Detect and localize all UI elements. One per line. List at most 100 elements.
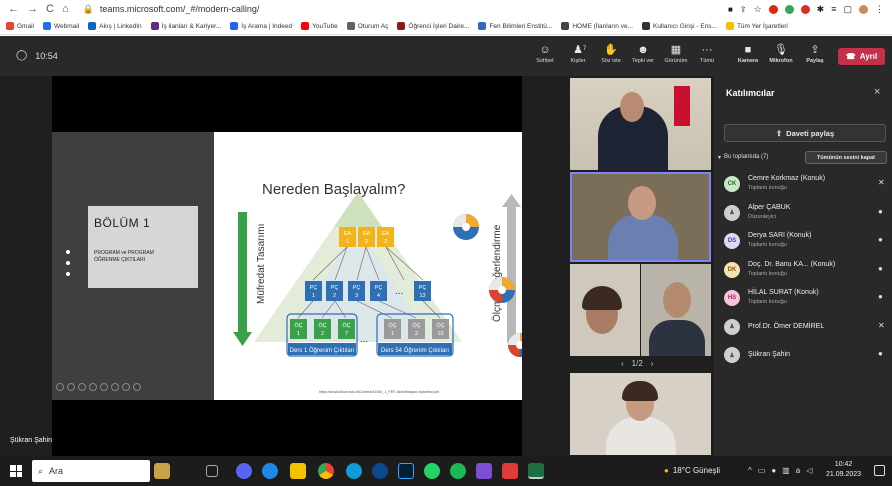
forward-icon[interactable]: → bbox=[27, 3, 38, 15]
more-options-icon[interactable] bbox=[133, 383, 141, 391]
sidebar-icon[interactable]: ▢ bbox=[843, 3, 852, 14]
gallery-prev-icon[interactable]: ‹ bbox=[621, 359, 624, 368]
photoshop-icon[interactable] bbox=[398, 463, 414, 479]
camera-indicator-icon[interactable]: ■ bbox=[728, 4, 733, 14]
ea-box bbox=[339, 227, 356, 247]
language-icon: a bbox=[795, 466, 801, 475]
next-slide-icon[interactable] bbox=[67, 383, 75, 391]
bookmark-item[interactable]: Gmail bbox=[6, 22, 34, 30]
app-icon[interactable] bbox=[262, 463, 278, 479]
extension-chrome-icon[interactable] bbox=[784, 4, 794, 14]
participant-row[interactable]: ♟Şükran Şahin● bbox=[714, 343, 892, 371]
toolbar-mikrofon-button[interactable]: 🎙Mikrofon bbox=[766, 42, 796, 64]
bookmark-item[interactable]: İş ilanları & Kariyer... bbox=[150, 22, 221, 30]
excel-icon[interactable] bbox=[528, 463, 544, 479]
address-bar[interactable]: 🔒 teams.microsoft.com/_#/modern-calling/ bbox=[83, 4, 260, 15]
bookmark-item[interactable]: Öğrenci İşleri Daire... bbox=[397, 22, 469, 30]
taskbar-search[interactable]: ⌕ Ara bbox=[32, 460, 150, 482]
share-icon: ⇪ bbox=[810, 44, 820, 56]
app-icon[interactable] bbox=[372, 463, 388, 479]
bookmark-item[interactable]: Webmail bbox=[42, 22, 79, 30]
reading-list-icon[interactable]: ≡ bbox=[831, 4, 837, 14]
clock[interactable]: 10:42 21.09.2023 bbox=[826, 460, 861, 480]
participant-role: Toplantı konuğu bbox=[748, 299, 787, 305]
extension-opera-icon[interactable] bbox=[768, 4, 778, 14]
video-tile[interactable] bbox=[570, 78, 711, 170]
task-view-icon[interactable] bbox=[206, 465, 218, 477]
app-icon[interactable] bbox=[476, 463, 492, 479]
bookmark-item[interactable]: YouTube bbox=[301, 22, 338, 30]
bookmark-item[interactable]: HOME (İlanların ve... bbox=[561, 22, 633, 30]
profile-avatar[interactable] bbox=[859, 4, 868, 14]
video-tile-self[interactable] bbox=[570, 373, 711, 455]
pie-chart-icon bbox=[489, 277, 515, 303]
file-explorer-icon[interactable] bbox=[290, 463, 306, 479]
avatar-person-icon: ♟ bbox=[724, 318, 740, 335]
battery-icon: ▭ bbox=[757, 466, 766, 475]
reload-icon[interactable]: C bbox=[46, 3, 54, 15]
in-meeting-section-toggle[interactable]: ▾ Bu toplantıda (7) bbox=[718, 154, 768, 161]
home-icon[interactable]: ⌂ bbox=[61, 3, 69, 15]
bookmark-label: YouTube bbox=[312, 22, 338, 30]
pc-box bbox=[370, 281, 387, 301]
slide-options-icon[interactable] bbox=[66, 250, 70, 276]
bookmark-item[interactable]: Kullanıcı Girişi - Ens... bbox=[642, 22, 717, 30]
video-tile[interactable] bbox=[641, 264, 711, 356]
mute-all-button[interactable]: Tümünün sesini kapat bbox=[805, 151, 887, 164]
bookmark-star-icon[interactable]: ☆ bbox=[753, 3, 762, 14]
extension-red-icon[interactable] bbox=[800, 4, 810, 14]
oc-green-box-label: 7 bbox=[345, 331, 348, 337]
bookmark-item[interactable]: Oturum Aç bbox=[346, 22, 388, 30]
oc-grey-box bbox=[408, 319, 425, 339]
weather-widget[interactable]: ● 18°C Güneşli bbox=[664, 466, 720, 475]
bookmark-item[interactable]: İş Arama | Indeed bbox=[230, 22, 292, 30]
bookmark-item[interactable]: Akış | LinkedIn bbox=[88, 22, 142, 30]
participant-name: Alper ÇABUK bbox=[748, 203, 791, 211]
discord-icon[interactable] bbox=[236, 463, 252, 479]
toolbar-tepki-ver-button[interactable]: ☻Tepki ver bbox=[628, 42, 658, 64]
spotify-icon[interactable] bbox=[450, 463, 466, 479]
chrome-icon[interactable] bbox=[318, 463, 334, 479]
share-page-icon[interactable]: ⇪ bbox=[739, 4, 747, 14]
share-invite-button[interactable]: ⇪ Daveti paylaş bbox=[724, 124, 886, 142]
extensions-puzzle-icon[interactable]: ✱ bbox=[816, 3, 825, 14]
search-highlight-icon[interactable] bbox=[154, 463, 170, 479]
video-tile[interactable] bbox=[570, 264, 640, 356]
oc-green-box-label: 2 bbox=[321, 331, 324, 337]
windows-start-icon[interactable] bbox=[10, 465, 22, 477]
tray-icons[interactable]: ^ ▭ ● ▥ a ◁ bbox=[748, 466, 812, 475]
toolbar-tümü-button[interactable]: ···Tümü bbox=[692, 42, 722, 64]
right-arrow-label: Ölçme Değerlendirme bbox=[491, 224, 503, 322]
camera-icon[interactable] bbox=[122, 383, 130, 391]
participant-row[interactable]: ♟Prof.Dr. Ömer DEMİREL✕ bbox=[714, 315, 892, 343]
toolbar-görünüm-button[interactable]: ▦Görünüm bbox=[661, 42, 691, 64]
notifications-icon[interactable] bbox=[874, 465, 885, 476]
close-icon[interactable]: × bbox=[874, 86, 881, 98]
bookmark-item[interactable]: Tüm Yer İşaretleri bbox=[725, 22, 788, 30]
toolbar-söz-iste-button[interactable]: ✋Söz iste bbox=[596, 42, 626, 64]
edge-icon[interactable] bbox=[346, 463, 362, 479]
zoom-icon[interactable] bbox=[100, 383, 108, 391]
gallery-next-icon[interactable]: › bbox=[650, 359, 654, 368]
subtitles-icon[interactable] bbox=[111, 383, 119, 391]
back-icon[interactable]: ← bbox=[8, 3, 19, 15]
whatsapp-icon[interactable] bbox=[424, 463, 440, 479]
pen-icon[interactable] bbox=[78, 383, 86, 391]
video-tile-active-speaker[interactable] bbox=[570, 172, 711, 262]
prev-slide-icon[interactable] bbox=[56, 383, 64, 391]
bookmark-item[interactable]: Fen Bilimleri Enstitü... bbox=[478, 22, 552, 30]
toolbar-kamera-button[interactable]: ■Kamera bbox=[733, 42, 763, 64]
app-icon[interactable] bbox=[502, 463, 518, 479]
toolbar-sohbet-button[interactable]: ☺Sohbet bbox=[530, 42, 560, 64]
avatar: CK bbox=[724, 176, 740, 192]
slides-icon[interactable] bbox=[89, 383, 97, 391]
toolbar-paylaş-button[interactable]: ⇪Paylaş bbox=[800, 42, 830, 64]
leave-button[interactable]: ☎ Ayrıl bbox=[838, 48, 885, 65]
browser-menu-icon[interactable]: ⋮ bbox=[875, 3, 884, 14]
